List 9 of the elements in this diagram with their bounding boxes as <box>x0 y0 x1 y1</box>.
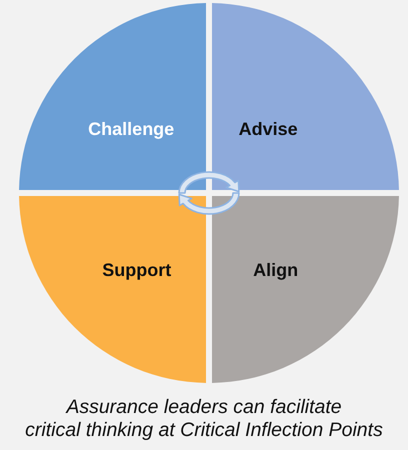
quadrant-segment <box>19 196 206 383</box>
segment-label: Challenge <box>88 120 174 140</box>
segment-label: Align <box>253 260 298 281</box>
caption: Assurance leaders can facilitate critical thinking at Critical Inflection Points <box>24 396 384 442</box>
quadrant-segment <box>212 196 399 383</box>
segment-label: Advise <box>238 120 298 140</box>
quadrant-segment <box>19 3 206 190</box>
quadrant-segment <box>212 3 399 190</box>
segment-label: Support <box>102 260 172 281</box>
